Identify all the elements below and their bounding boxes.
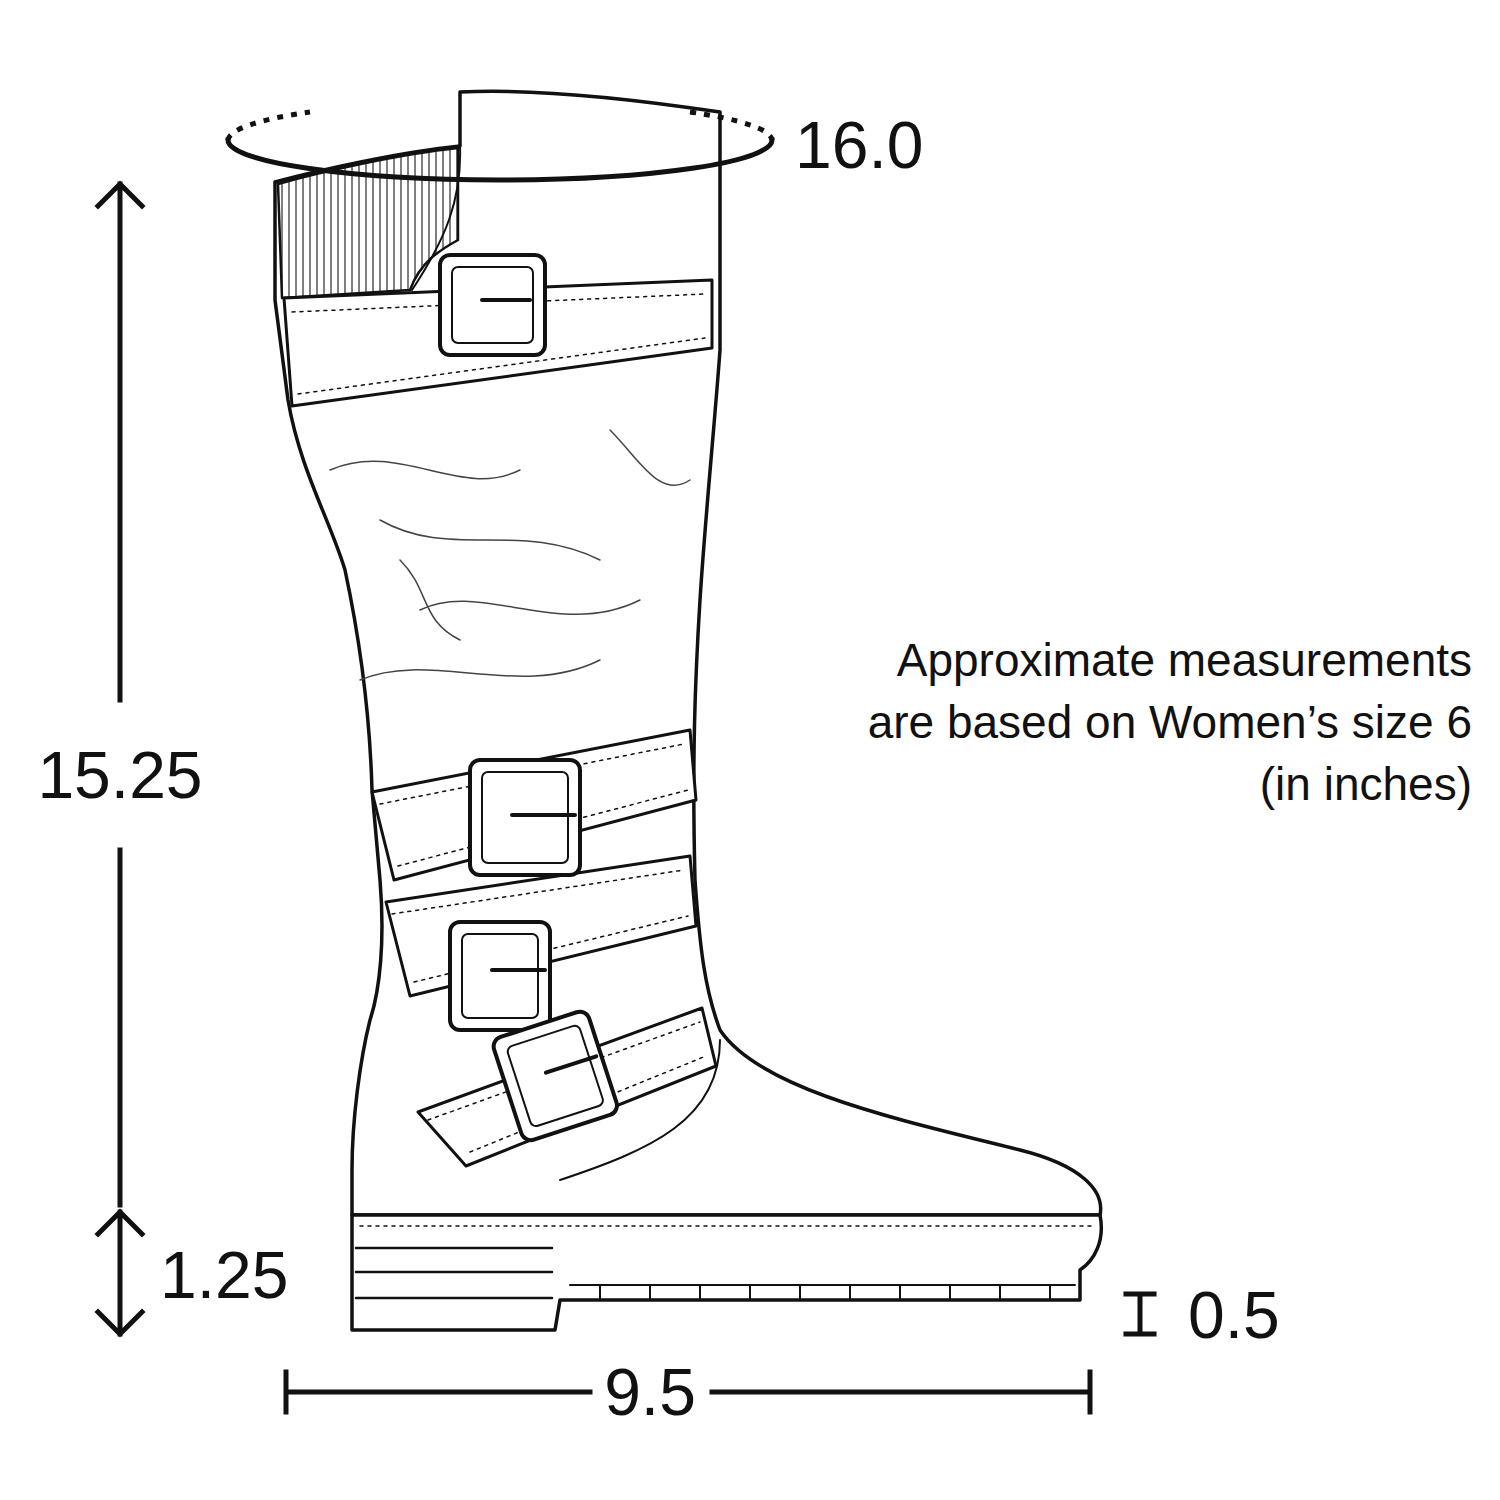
buckle-frame (440, 255, 545, 355)
buckle-frame (450, 922, 550, 1030)
buckle (491, 1009, 619, 1143)
platform-value: 0.5 (1188, 1282, 1280, 1348)
buckle-inner (482, 772, 568, 863)
circumference-value: 16.0 (795, 112, 923, 178)
knit-collar (278, 148, 458, 298)
tread-lugs (570, 1285, 1075, 1300)
height-value: 15.25 (37, 742, 202, 808)
sole-grooves (356, 1248, 552, 1298)
length-value: 9.5 (604, 1359, 696, 1425)
buckle (450, 922, 550, 1030)
dimension-marks (98, 112, 1154, 1412)
buckle-prong (512, 813, 575, 817)
buckle-frame (491, 1009, 619, 1143)
strap (372, 730, 696, 880)
platform-dimension-bar (1126, 1294, 1154, 1334)
heel-dimension-line (98, 1212, 142, 1334)
buckle-inner (452, 267, 533, 343)
buckle (440, 255, 545, 355)
buckle-prong (482, 298, 530, 302)
sole (352, 1215, 1101, 1330)
buckle-prong (546, 1056, 596, 1072)
buckle (470, 760, 580, 875)
vamp-seam (560, 1040, 720, 1180)
welt-stitching (360, 1225, 1092, 1227)
buckle-inner (462, 934, 538, 1018)
heel-height-value: 1.25 (160, 1242, 288, 1308)
ruching-line (330, 430, 690, 680)
circumference-ellipse-front (228, 140, 772, 180)
circumference-ellipse-back (228, 112, 772, 140)
buckle-inner (506, 1024, 604, 1127)
buckle-prong (492, 968, 545, 972)
height-dimension-line (98, 184, 142, 1205)
note-text: Approximate measurements are based on Wo… (842, 629, 1472, 815)
buckle-frame (470, 760, 580, 875)
